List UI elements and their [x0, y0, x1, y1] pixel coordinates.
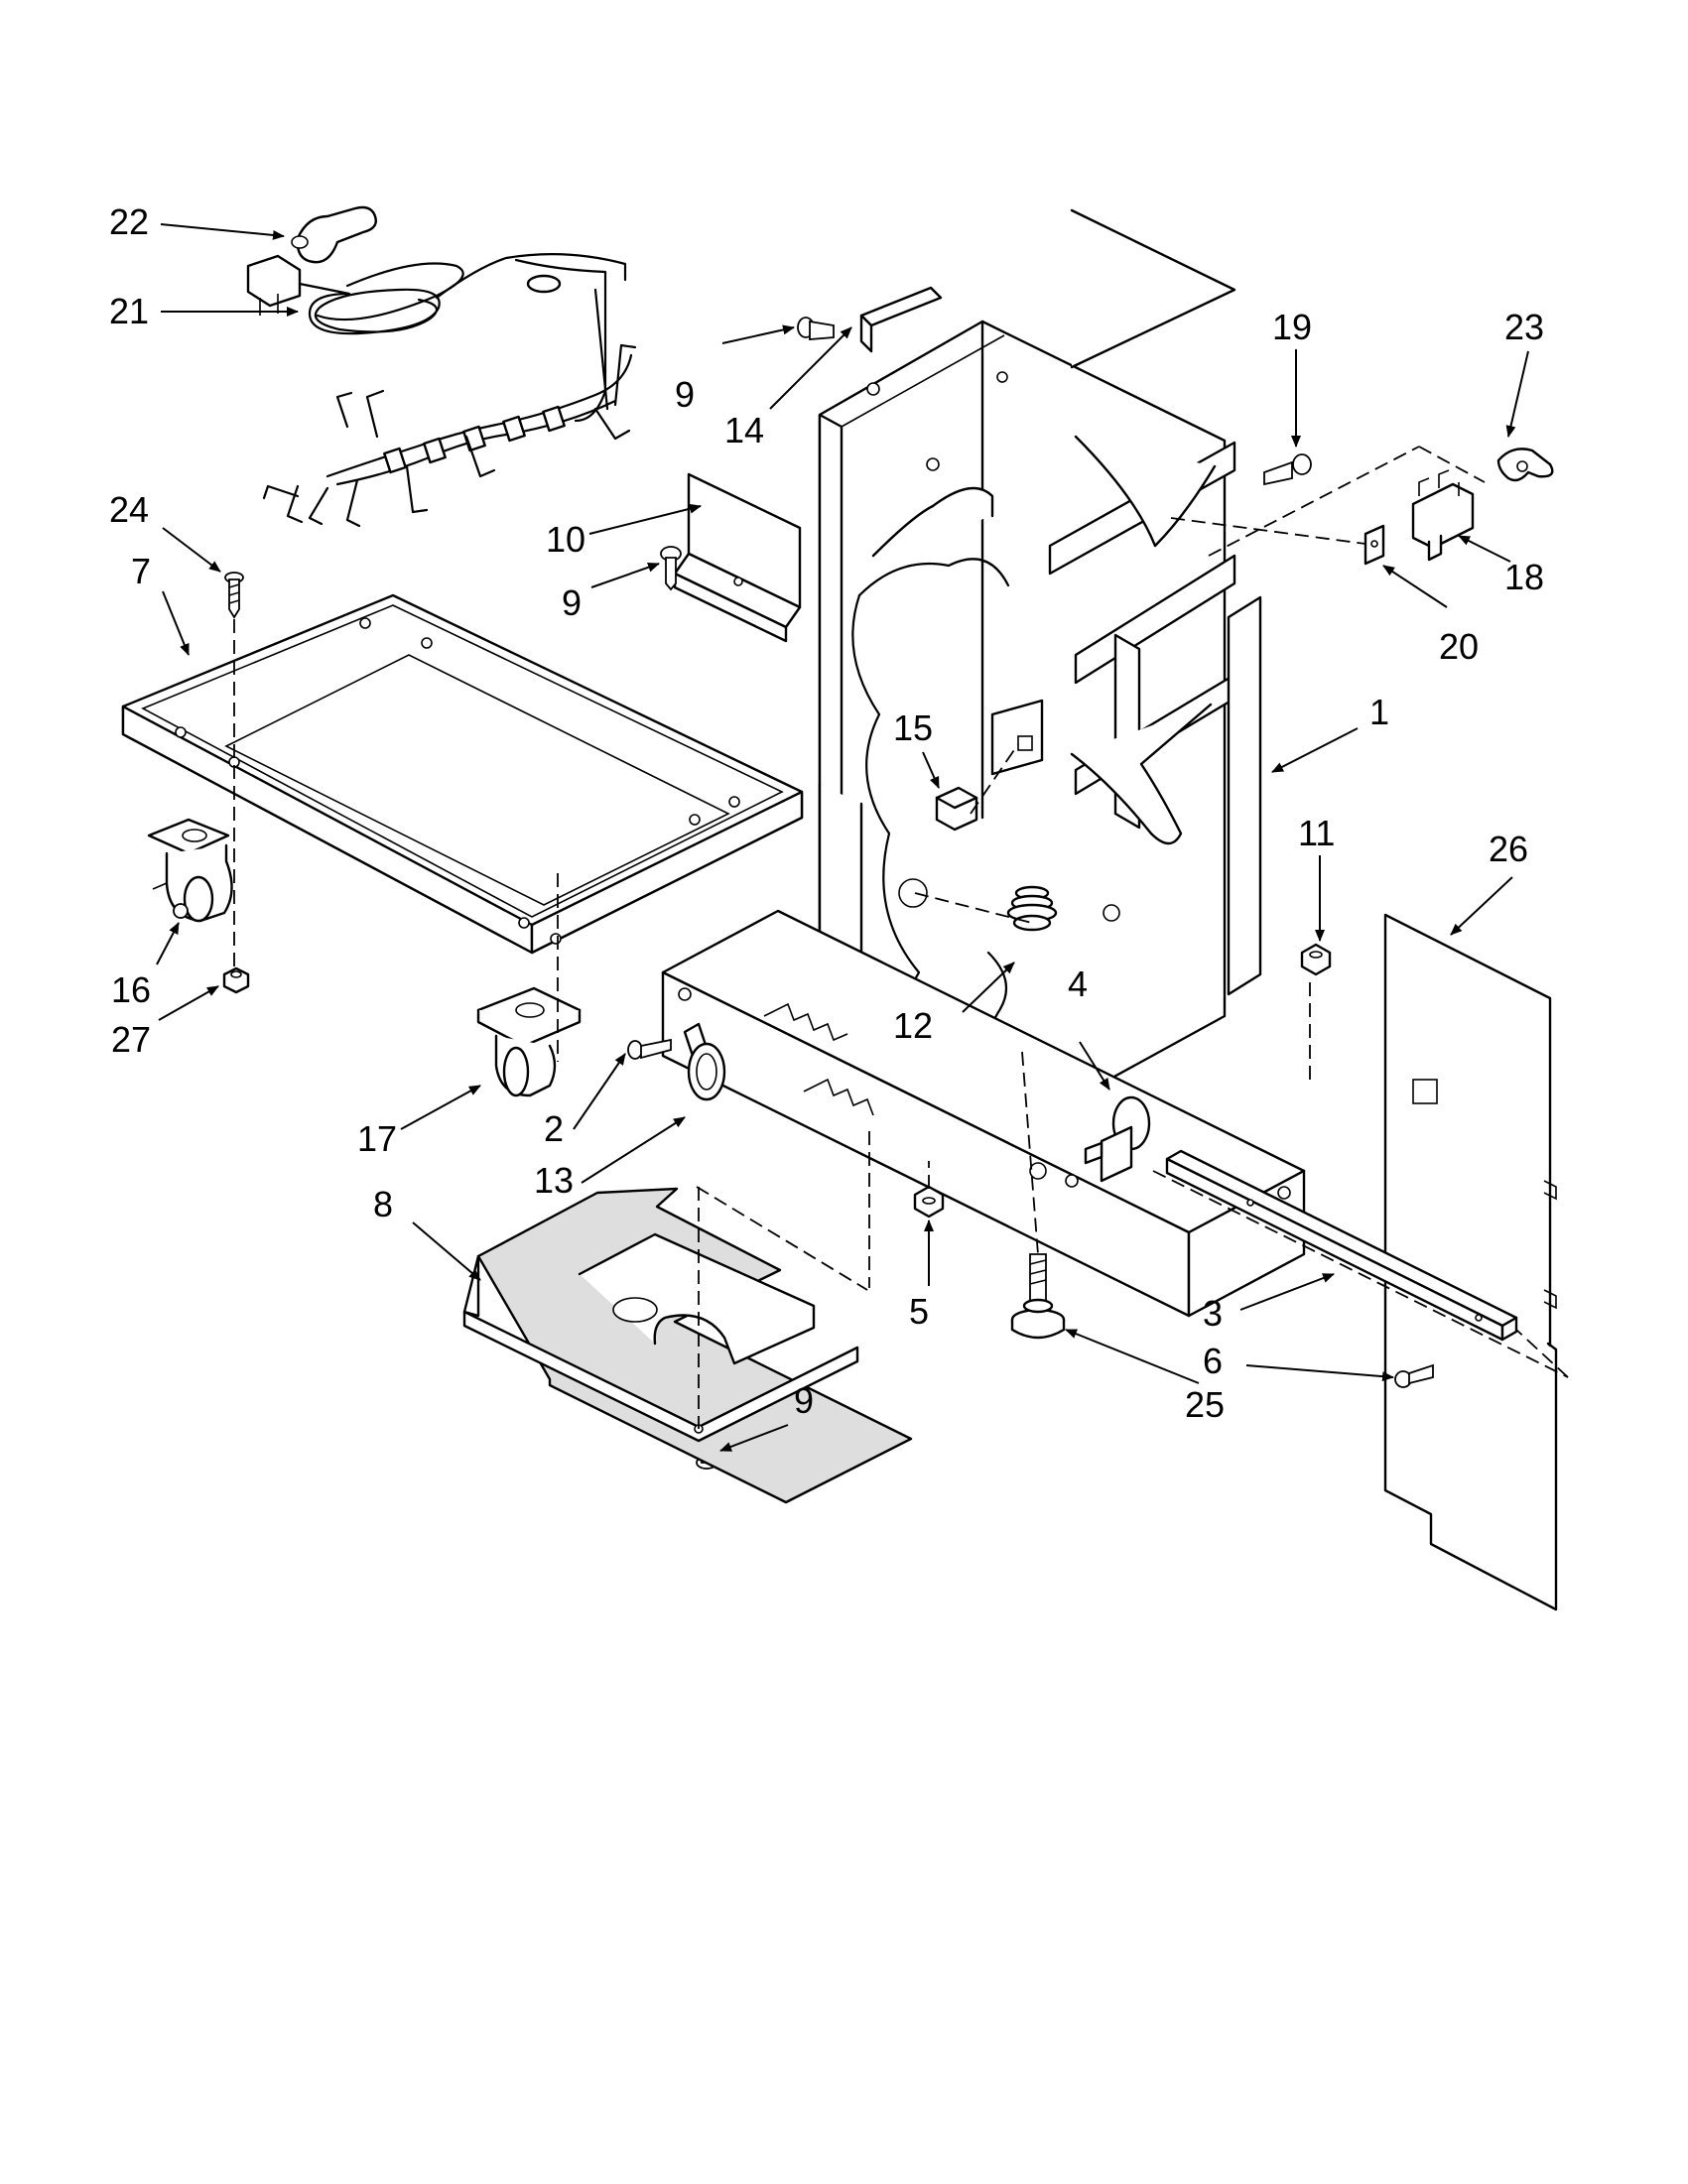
callout-5: 5 [909, 1291, 929, 1332]
part-6-screw [1394, 1363, 1434, 1388]
callout-7: 7 [131, 551, 151, 591]
callout-15: 15 [893, 707, 933, 748]
callout-6: 6 [1203, 1341, 1223, 1381]
part-24-screw [224, 572, 244, 619]
part-8-insulation-pad [462, 1187, 913, 1504]
part-9-screw-b [660, 546, 682, 591]
callout-18: 18 [1504, 557, 1544, 597]
callout-17: 17 [357, 1118, 397, 1159]
part-27-nut [222, 966, 250, 994]
callout-9-top: 9 [675, 374, 695, 415]
part-3-rail [1165, 1149, 1518, 1342]
part-18-door-switch [1411, 469, 1475, 562]
callout-8: 8 [373, 1184, 393, 1224]
callout-14: 14 [724, 410, 764, 450]
callout-24: 24 [109, 489, 149, 530]
callout-12: 12 [893, 1005, 933, 1046]
part-4-leveler [1084, 1095, 1151, 1183]
leader-arrows [156, 223, 1529, 1452]
assembly-lines [233, 446, 1569, 1429]
callout-labels: 22 21 9 14 19 23 24 7 10 9 18 20 1 15 11… [109, 201, 1544, 1425]
callout-11: 11 [1298, 813, 1335, 853]
callout-3: 3 [1203, 1293, 1223, 1334]
part-14-clip [859, 286, 943, 353]
part-7-base-tray [121, 593, 804, 955]
part-26-back-panel [1383, 913, 1558, 1611]
callout-26: 26 [1489, 829, 1528, 869]
part-5-nut [913, 1185, 945, 1219]
callout-2: 2 [544, 1108, 564, 1149]
callout-4: 4 [1068, 964, 1088, 1004]
part-10-bracket [673, 472, 802, 643]
part-23-clip [1496, 448, 1554, 482]
part-19-screw [1263, 453, 1312, 486]
harness-sleeves [383, 405, 566, 474]
part-12-spring [1006, 885, 1058, 932]
part-17-caster [476, 986, 582, 1097]
callout-16: 16 [111, 969, 151, 1010]
part-16-caster [147, 818, 233, 923]
part-15-switch [935, 786, 978, 832]
callout-13: 13 [534, 1160, 574, 1201]
part-2-screw [627, 1038, 672, 1060]
callout-23: 23 [1504, 307, 1544, 347]
part-9-screw-a [797, 317, 835, 340]
part-22-strain-relief [291, 205, 377, 264]
part-20-bracket [1363, 524, 1385, 566]
callout-9-bottom: 9 [794, 1380, 814, 1421]
callout-22: 22 [109, 201, 149, 242]
part-21-wire-harness [246, 253, 637, 528]
part-11-nut [1300, 943, 1332, 976]
callout-10: 10 [546, 519, 585, 560]
callout-9-mid: 9 [562, 582, 582, 623]
part-13-grommet [683, 1022, 726, 1101]
callout-1: 1 [1369, 692, 1389, 732]
callout-20: 20 [1439, 626, 1479, 667]
part-25-leveling-foot [1010, 1253, 1066, 1340]
part-1-cabinet-frame [818, 208, 1262, 1107]
callout-21: 21 [109, 291, 149, 331]
callout-25: 25 [1185, 1384, 1225, 1425]
callout-27: 27 [111, 1019, 151, 1060]
callout-19: 19 [1272, 307, 1312, 347]
